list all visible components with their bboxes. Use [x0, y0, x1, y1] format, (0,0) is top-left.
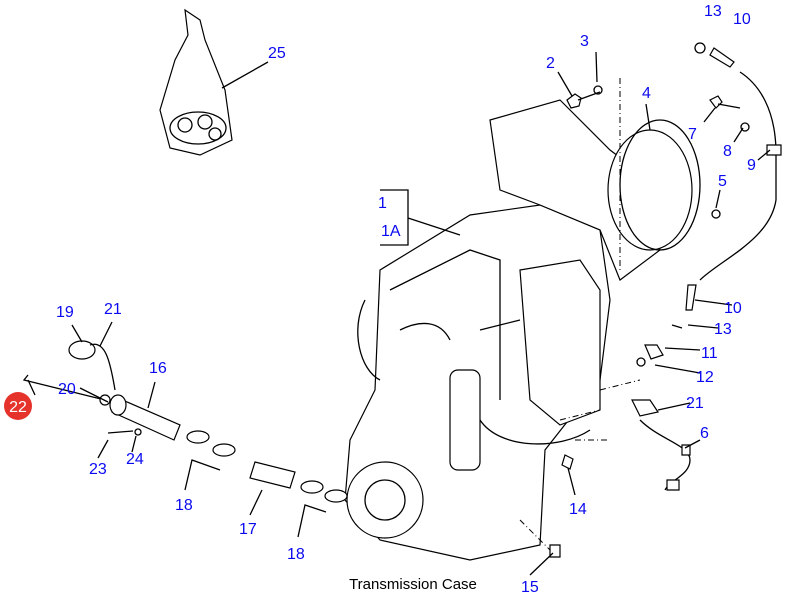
callout-9[interactable]: 9	[747, 157, 756, 174]
callout-11[interactable]: 11	[701, 345, 718, 362]
callout-8[interactable]: 8	[723, 143, 732, 160]
callout-25[interactable]: 25	[268, 45, 286, 62]
callout-24[interactable]: 24	[126, 451, 144, 468]
diagram-caption: Transmission Case	[349, 576, 477, 593]
callout-7[interactable]: 7	[688, 126, 697, 143]
dipstick-tube-group[interactable]	[22, 340, 348, 503]
callout-22-highlighted[interactable]: 22	[4, 392, 32, 420]
callout-18-left[interactable]: 18	[175, 497, 193, 514]
callout-23[interactable]: 23	[89, 461, 107, 478]
callout-1[interactable]: 1	[378, 195, 387, 212]
callout-17[interactable]: 17	[239, 521, 257, 538]
callout-13[interactable]: 13	[704, 3, 722, 20]
highlight-circle	[4, 392, 32, 420]
callout-5[interactable]: 5	[718, 173, 727, 190]
part-seal-4[interactable]	[619, 119, 701, 251]
callout-18-right[interactable]: 18	[287, 546, 305, 563]
transmission-case[interactable]	[344, 99, 693, 561]
callout-6[interactable]: 6	[700, 425, 709, 442]
callout-3[interactable]: 3	[580, 33, 589, 50]
callout-14[interactable]: 14	[569, 501, 587, 518]
small-parts[interactable]	[549, 42, 782, 558]
callout-15[interactable]: 15	[521, 579, 539, 596]
callout-4[interactable]: 4	[642, 85, 651, 102]
callout-19[interactable]: 19	[56, 304, 74, 321]
callout-22-label: 22	[9, 399, 27, 416]
callout-1a[interactable]: 1A	[381, 223, 401, 240]
callout-2[interactable]: 2	[546, 55, 555, 72]
callout-12[interactable]: 12	[696, 369, 714, 386]
callout-10-lower[interactable]: 10	[724, 300, 742, 317]
callout-20[interactable]: 20	[58, 381, 76, 398]
callout-21-right[interactable]: 21	[686, 395, 704, 412]
callout-13-lower[interactable]: 13	[714, 321, 732, 338]
part-bag-25[interactable]	[159, 8, 233, 156]
callout-16[interactable]: 16	[149, 360, 167, 377]
callout-21-left[interactable]: 21	[104, 301, 122, 318]
callout-10[interactable]: 10	[733, 11, 751, 28]
